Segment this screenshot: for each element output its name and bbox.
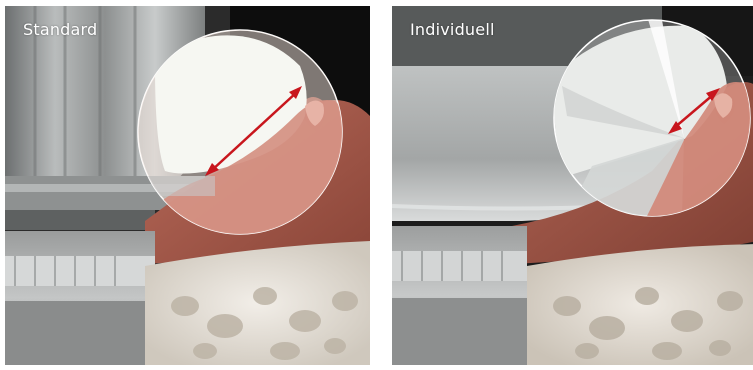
individuell-illustration [392, 6, 753, 365]
standard-panel: Standard [5, 6, 370, 365]
panel-label-individuell: Individuell [410, 20, 495, 39]
panel-label-standard: Standard [23, 20, 97, 39]
standard-illustration [5, 6, 370, 365]
individuell-panel: Individuell [392, 6, 753, 365]
